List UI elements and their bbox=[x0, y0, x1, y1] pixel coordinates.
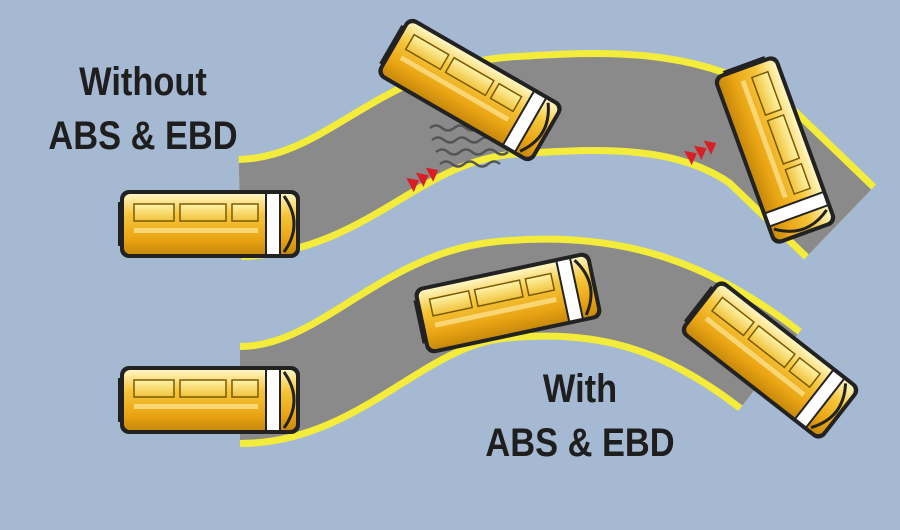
caption-without-line2: ABS & EBD bbox=[48, 114, 238, 158]
bus-icon bbox=[116, 188, 302, 260]
caption-without-line1: Without bbox=[79, 60, 207, 104]
bus-icon bbox=[116, 364, 302, 436]
caption-with-abs-ebd: With ABS & EBD bbox=[473, 362, 688, 470]
caption-without-abs-ebd: Without ABS & EBD bbox=[36, 55, 251, 163]
caption-with-line1: With bbox=[542, 367, 618, 411]
caption-with-line2: ABS & EBD bbox=[485, 421, 675, 465]
